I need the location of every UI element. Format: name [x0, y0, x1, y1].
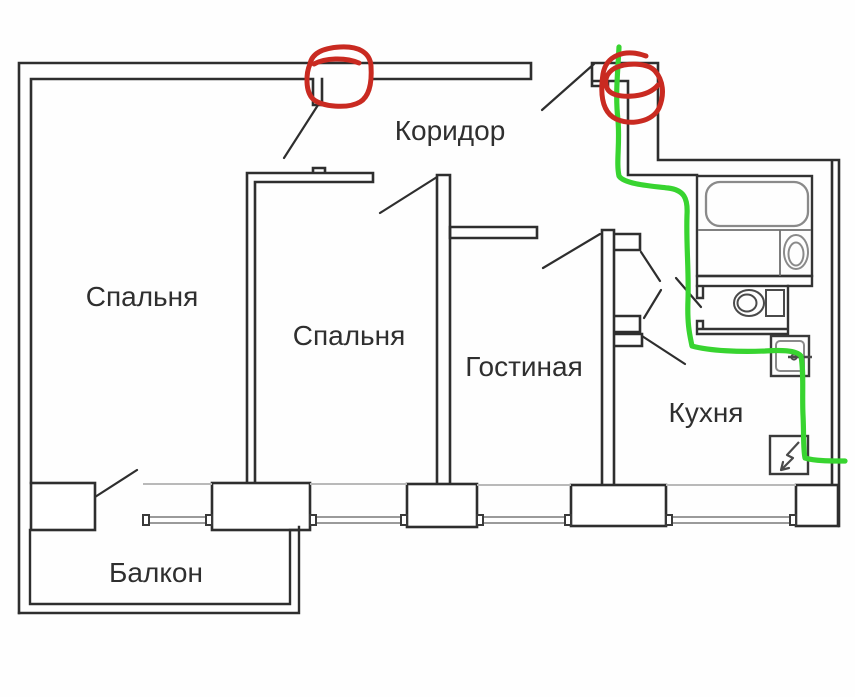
wall-face-lines	[143, 483, 796, 486]
green-route-line	[614, 44, 848, 464]
wc-walls	[695, 284, 790, 336]
wall-pier	[794, 483, 840, 528]
door-swing-bedroom2	[378, 175, 439, 215]
living-room-top-wall	[448, 225, 539, 240]
bathroom-walls	[695, 174, 814, 336]
entrance-walls	[590, 61, 841, 528]
label-living-room: Гостиная	[465, 351, 583, 382]
label-balcony: Балкон	[109, 557, 203, 588]
window-glazing	[482, 516, 566, 524]
bathroom-wc-wall	[695, 274, 814, 288]
window-cap	[205, 514, 213, 526]
bottom-wall-piers	[29, 481, 840, 532]
room-labels: Спальня Спальня Гостиная Кухня Коридор Б…	[86, 115, 744, 588]
window-glazing	[671, 516, 791, 524]
label-kitchen: Кухня	[669, 397, 744, 428]
door-swing-kitchen	[640, 334, 687, 366]
door-swing-bedroom1	[282, 103, 320, 160]
label-corridor: Коридор	[395, 115, 506, 146]
window-cap	[789, 514, 797, 526]
door-swing-hall-bottom	[642, 288, 663, 320]
door-swing-hall-top	[639, 250, 662, 283]
bathtub-icon	[704, 180, 810, 228]
door-swing-balcony	[93, 468, 139, 499]
bedroom2-walls	[245, 166, 375, 485]
window-cap	[564, 514, 572, 526]
stove-icon	[768, 434, 810, 476]
fixtures	[704, 180, 812, 476]
door-swing-entrance	[540, 62, 596, 112]
window-cap	[400, 514, 408, 526]
balcony-walls	[17, 525, 301, 615]
door-swing-living-room	[541, 232, 602, 270]
window-cap	[476, 514, 484, 526]
red-circle-entrance	[599, 50, 665, 125]
red-circle-top	[304, 44, 374, 109]
wall-pier	[405, 482, 479, 529]
window-cap	[142, 514, 150, 526]
wall-pier	[29, 481, 97, 532]
wall-pier	[210, 481, 312, 532]
window-cap	[665, 514, 673, 526]
tub-sink-partition	[698, 229, 811, 276]
label-bedroom2: Спальня	[293, 320, 406, 351]
toilet-icon	[733, 289, 785, 317]
annotations	[304, 44, 848, 464]
windows	[142, 514, 797, 526]
hall-kitchen-walls	[600, 228, 644, 485]
window-cap	[309, 514, 317, 526]
wash-basin-icon	[783, 234, 809, 270]
wall-pier	[569, 483, 668, 528]
window-glazing	[148, 516, 207, 524]
window-glazing	[316, 516, 402, 524]
label-bedroom1: Спальня	[86, 281, 199, 312]
kitchen-sink-icon	[769, 334, 812, 378]
divider-bedroom2-living	[435, 173, 452, 485]
